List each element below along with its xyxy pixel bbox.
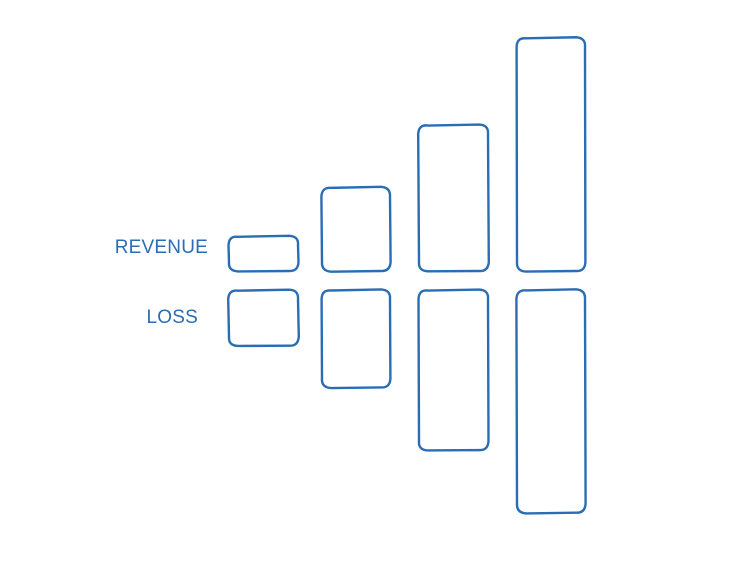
revenue-bar-2 <box>320 185 392 273</box>
revenue-bar-4 <box>515 36 587 273</box>
loss-bar-1 <box>227 288 300 348</box>
loss-bar-2 <box>320 288 392 390</box>
bars-group <box>227 36 587 515</box>
revenue-bar-1 <box>227 234 300 273</box>
revenue-bar-3 <box>417 123 490 273</box>
series-label-revenue: REVENUE <box>115 237 208 258</box>
series-label-loss: LOSS <box>147 307 199 328</box>
loss-bar-4 <box>515 288 587 515</box>
loss-bar-3 <box>417 288 490 452</box>
